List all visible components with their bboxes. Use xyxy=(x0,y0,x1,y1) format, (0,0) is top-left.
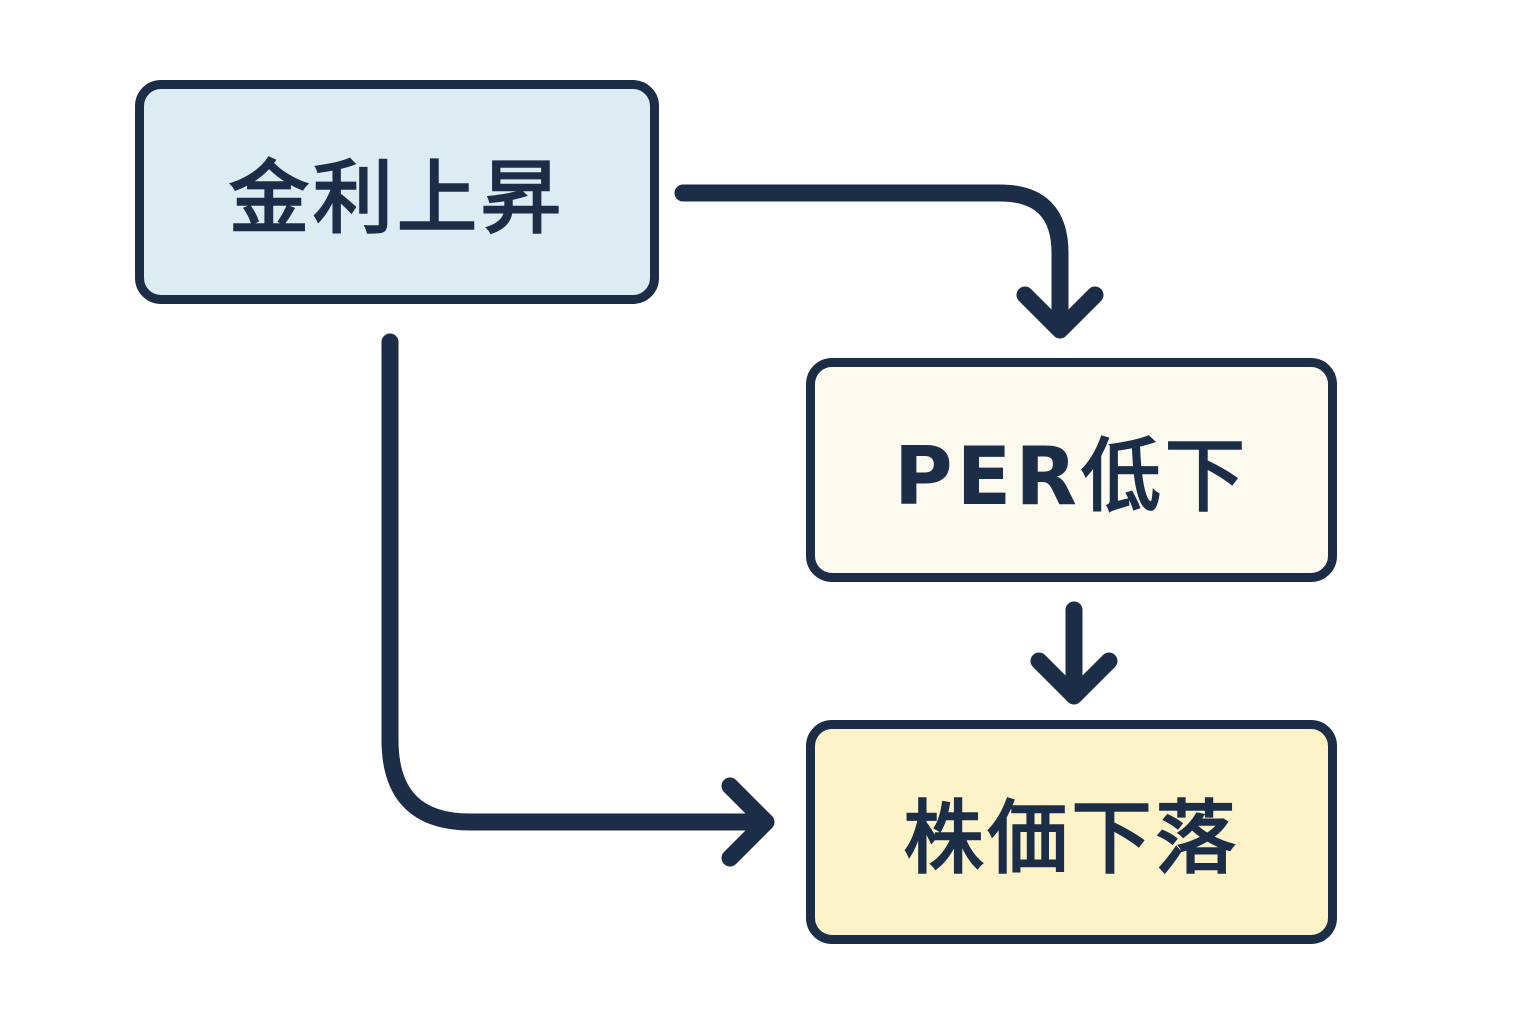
node-per-decline: PER低下 xyxy=(806,358,1337,582)
node-stock-decline: 株価下落 xyxy=(806,720,1337,944)
arrowhead-rate-to-per xyxy=(1016,286,1104,339)
arrowhead-per-to-price xyxy=(1030,652,1118,705)
node-rate-rise: 金利上昇 xyxy=(135,80,659,304)
arrow-rate-to-per xyxy=(674,184,1069,336)
node-stock-decline-label: 株価下落 xyxy=(903,792,1240,885)
node-rate-rise-label: 金利上昇 xyxy=(229,152,565,245)
arrowhead-rate-to-price xyxy=(721,777,775,867)
node-per-decline-label: PER低下 xyxy=(894,430,1249,523)
arrow-rate-to-price xyxy=(381,333,774,831)
